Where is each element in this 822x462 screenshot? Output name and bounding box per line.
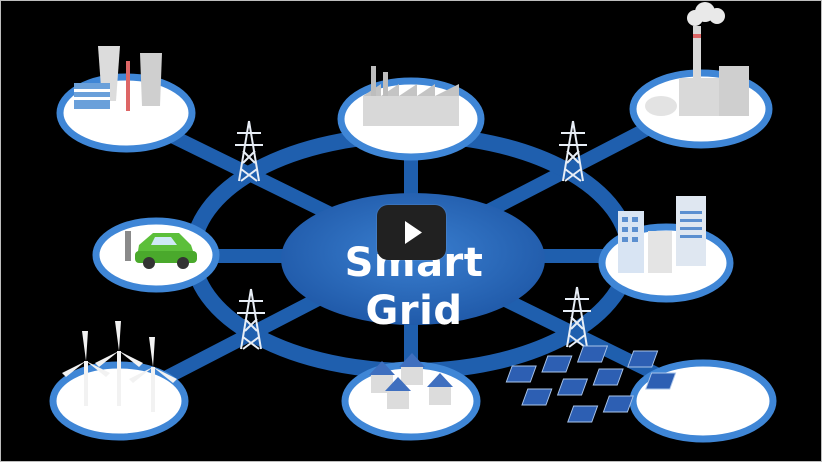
solar-houses-icon — [369, 353, 453, 409]
electric-car-charging-icon — [125, 231, 197, 269]
play-button[interactable] — [377, 205, 446, 260]
transmission-tower-icon — [235, 120, 591, 350]
solar-farm-icon — [505, 345, 677, 423]
power-plant-smokestack-icon — [645, 2, 749, 116]
office-buildings-icon — [618, 196, 706, 273]
wind-turbines-icon — [62, 321, 177, 412]
factory-icon — [363, 66, 459, 126]
play-icon — [405, 221, 422, 244]
nuclear-plant-icon — [74, 46, 162, 111]
